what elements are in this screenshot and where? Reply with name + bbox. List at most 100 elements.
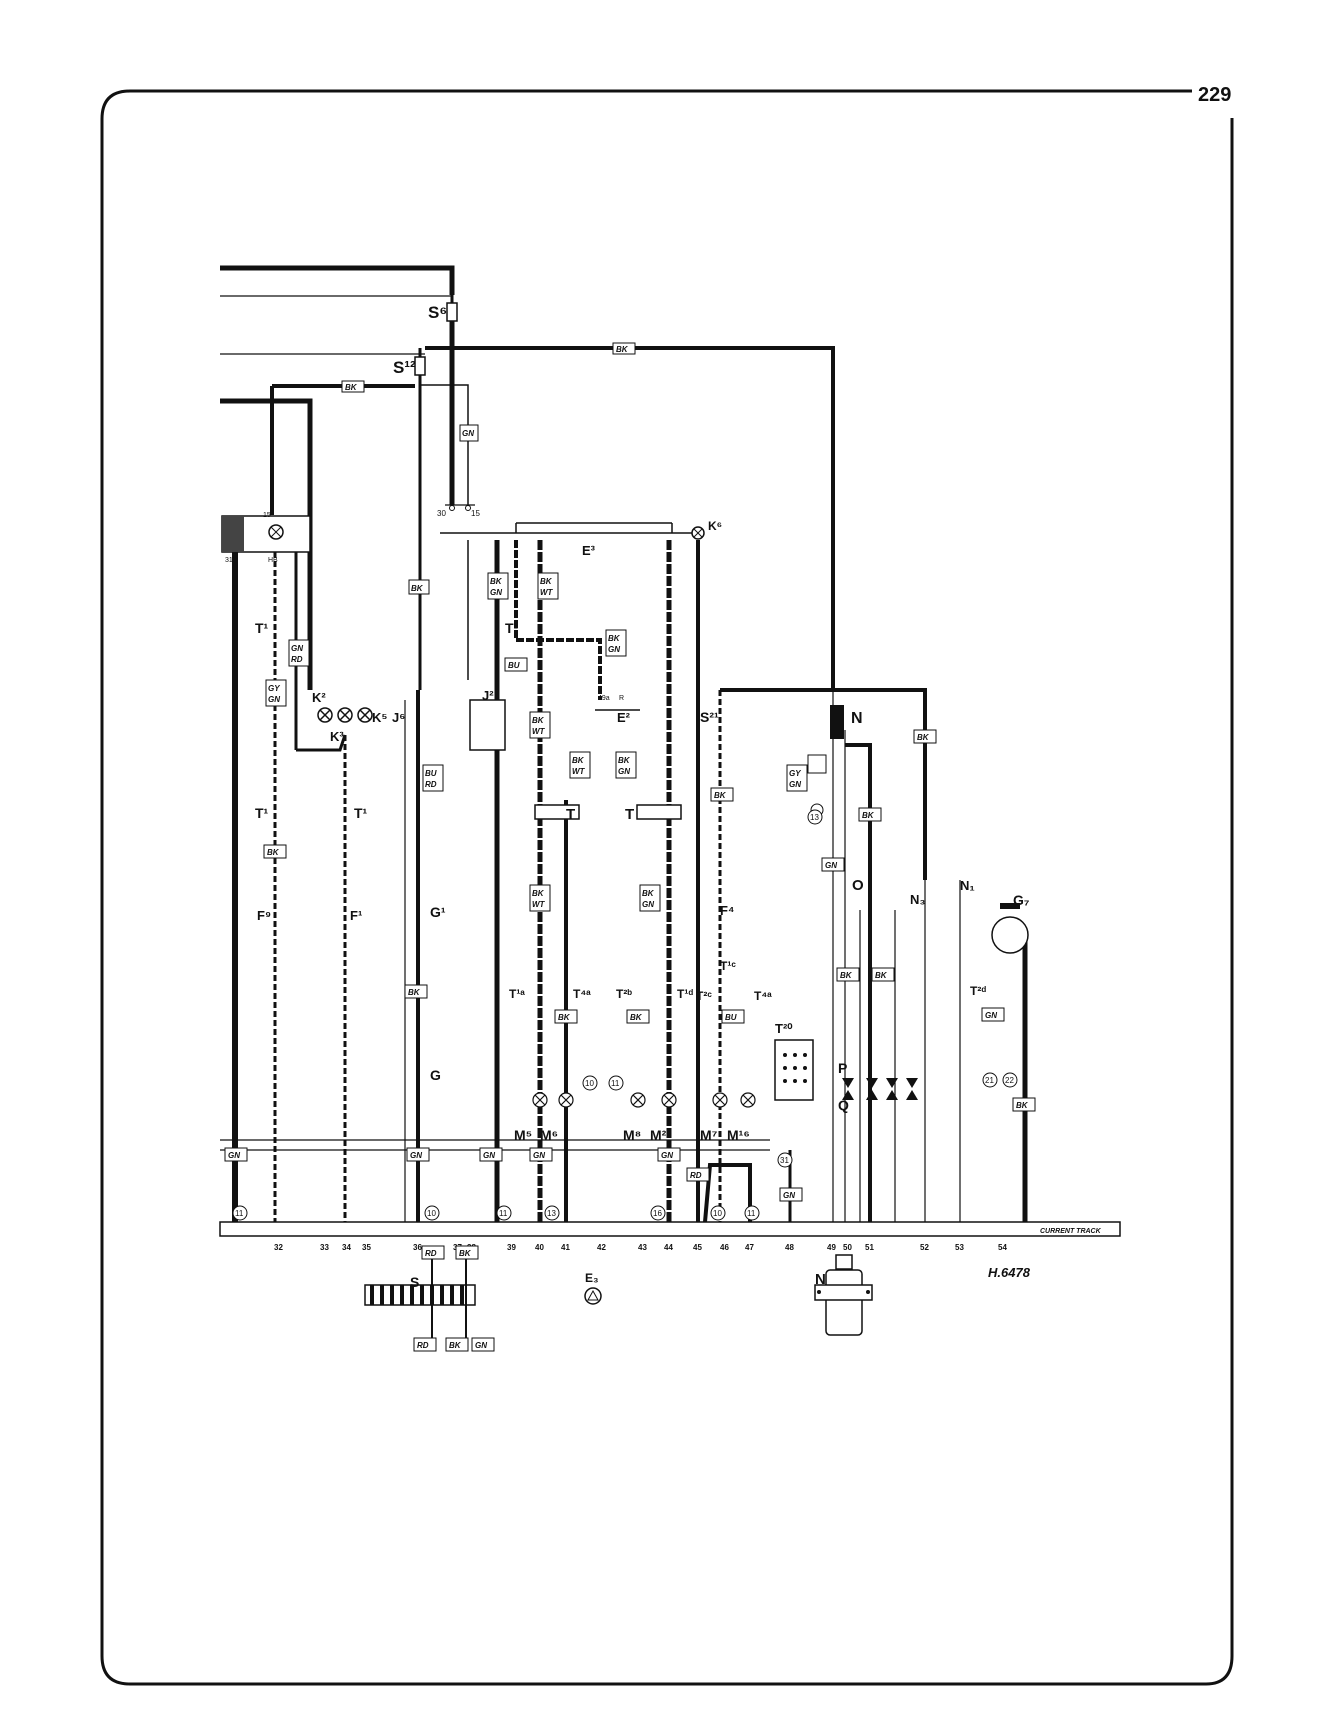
svg-text:36: 36 [413,1243,422,1252]
svg-text:BU: BU [725,1013,737,1022]
svg-text:BK: BK [408,988,421,997]
indicator-lamps [317,707,373,723]
drawing-ref: H.6478 [988,1265,1031,1280]
label-s: S [410,1274,419,1290]
svg-text:54: 54 [998,1243,1007,1252]
svg-text:35: 35 [362,1243,371,1252]
svg-text:39: 39 [507,1243,516,1252]
svg-text:BK: BK [840,971,853,980]
svg-text:21: 21 [985,1076,994,1085]
svg-text:BK: BK [267,848,280,857]
svg-text:N: N [815,1271,826,1288]
svg-text:41: 41 [561,1243,570,1252]
svg-text:BK: BK [862,811,875,820]
svg-text:10: 10 [585,1079,594,1088]
label-k6: K⁶ [708,519,722,533]
svg-text:GY: GY [789,769,801,778]
svg-text:GN: GN [825,861,837,870]
svg-text:M⁷: M⁷ [700,1127,718,1143]
instrument-lamps [532,1092,756,1108]
svg-text:BK: BK [449,1341,462,1350]
svg-text:T⁴ᵃ: T⁴ᵃ [573,987,591,1001]
svg-text:47: 47 [745,1243,754,1252]
svg-text:T¹: T¹ [505,620,519,636]
coil-n-picture: N [814,1254,873,1336]
svg-text:GN: GN [783,1191,795,1200]
svg-text:BK: BK [540,577,553,586]
label-t-a: T [566,806,575,823]
svg-text:10: 10 [713,1209,722,1218]
svg-text:51: 51 [865,1243,874,1252]
svg-text:T²ᶜ: T²ᶜ [696,989,712,1003]
svg-text:32: 32 [274,1243,283,1252]
svg-text:31: 31 [225,557,233,564]
svg-text:48: 48 [785,1243,794,1252]
svg-text:WT: WT [532,900,546,909]
svg-text:WT: WT [540,588,554,597]
svg-text:GN: GN [661,1151,673,1160]
svg-text:RD: RD [291,655,303,664]
label-e2: E² [617,710,631,725]
label-k3: K³ [330,729,344,744]
left-instrument-box: 15 31 HB [221,512,311,564]
svg-text:BU: BU [508,661,520,670]
svg-text:M⁸: M⁸ [623,1127,641,1143]
svg-text:WT: WT [572,767,586,776]
svg-text:GN: GN [533,1151,545,1160]
svg-text:N: N [851,710,863,727]
svg-text:BK: BK [490,577,503,586]
svg-text:GN: GN [642,900,654,909]
connector-strip-s: S RD BK RD BK GN [364,1245,495,1352]
svg-text:N₃: N₃ [910,892,925,907]
svg-text:G¹: G¹ [430,904,446,920]
svg-text:T¹ᵃ: T¹ᵃ [509,987,525,1001]
svg-text:15: 15 [471,509,480,518]
circle-references: 11 10 11 13 16 10 11 31 10 11 13 21 22 [232,809,1018,1221]
svg-text:T⁴ᵃ: T⁴ᵃ [754,989,772,1003]
svg-text:11: 11 [235,1209,244,1218]
svg-text:G: G [430,1067,441,1083]
svg-text:P: P [838,1060,847,1076]
svg-text:T²⁰: T²⁰ [775,1021,793,1036]
svg-text:BK: BK [630,1013,643,1022]
svg-text:T¹: T¹ [255,805,269,821]
svg-text:T¹ᵈ: T¹ᵈ [677,987,693,1001]
svg-text:45: 45 [693,1243,702,1252]
svg-text:WT: WT [532,727,546,736]
svg-text:N₁: N₁ [960,878,975,893]
svg-text:T²ᵇ: T²ᵇ [616,987,632,1001]
svg-text:GN: GN [608,645,620,654]
label-s12: S¹² [393,358,416,377]
svg-text:13: 13 [810,813,819,822]
svg-text:GN: GN [789,780,801,789]
svg-text:11: 11 [499,1209,508,1218]
svg-text:BK: BK [875,971,888,980]
fuse-s12: S¹² [393,348,469,690]
svg-text:13: 13 [547,1209,556,1218]
svg-text:BK: BK [459,1249,472,1258]
ground-e3: E₃ [584,1271,602,1305]
svg-text:GN: GN [291,644,303,653]
svg-text:M⁶: M⁶ [540,1127,558,1143]
svg-text:RD: RD [417,1341,429,1350]
svg-text:31: 31 [780,1156,789,1165]
busbar-end-label: CURRENT TRACK [1040,1228,1102,1235]
svg-text:BK: BK [642,889,655,898]
svg-text:M⁵: M⁵ [514,1127,532,1143]
ignition-terminals: 30 15 [437,504,480,518]
label-k5: K⁵ [372,710,388,725]
svg-text:GN: GN [475,1341,487,1350]
svg-text:BK: BK [917,733,930,742]
top-feed-lines [220,265,835,690]
svg-text:42: 42 [597,1243,606,1252]
svg-text:BK: BK [532,716,545,725]
svg-text:T¹: T¹ [354,805,368,821]
svg-text:M¹⁶: M¹⁶ [727,1127,750,1143]
svg-text:GN: GN [228,1151,240,1160]
vertical-wires [220,540,1028,1223]
svg-text:GN: GN [462,429,474,438]
label-s6: S⁶ [428,303,447,322]
svg-text:44: 44 [664,1243,673,1252]
svg-text:GN: GN [490,588,502,597]
